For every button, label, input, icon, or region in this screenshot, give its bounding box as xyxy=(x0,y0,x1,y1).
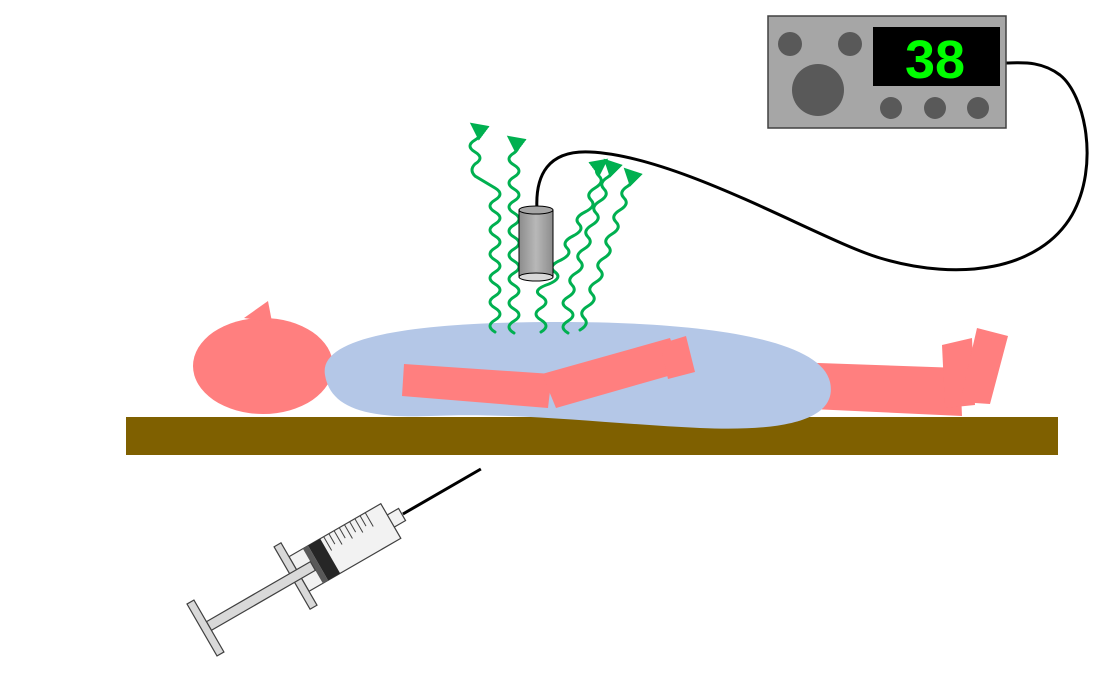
syringe-needle xyxy=(402,467,482,516)
counter-button xyxy=(880,97,902,119)
patient-nose xyxy=(244,301,272,322)
gamma-ray-icon xyxy=(506,135,527,335)
syringe-stopper xyxy=(308,538,341,581)
probe-cable xyxy=(535,61,1089,272)
table-top xyxy=(126,417,1058,455)
gamma-ray-icon xyxy=(534,158,609,334)
radiation-probe-icon xyxy=(518,205,554,282)
gamma-ray-icon xyxy=(468,122,502,334)
patient-hand xyxy=(660,336,695,379)
counter-reading: 38 xyxy=(905,30,965,90)
patient xyxy=(193,301,1008,429)
counter-dial xyxy=(792,64,844,116)
syringe-plunger xyxy=(205,560,317,632)
syringe-thumb-rest xyxy=(186,599,225,657)
patient-arm-upper xyxy=(402,364,552,408)
patient-head xyxy=(193,318,333,414)
counter-button xyxy=(924,97,946,119)
syringe-icon xyxy=(186,467,482,657)
gamma-ray-icon xyxy=(578,167,643,332)
gamma-rays xyxy=(468,122,643,335)
counter-display xyxy=(873,27,1000,86)
counter-knob xyxy=(778,32,802,56)
patient-leg-lower xyxy=(790,362,962,416)
radiation-counter-icon: 38 xyxy=(767,15,1007,129)
counter-knob xyxy=(838,32,862,56)
counter-button xyxy=(967,97,989,119)
patient-foot-right xyxy=(960,328,1008,404)
gamma-ray-icon xyxy=(561,158,623,335)
patient-arm-lower xyxy=(542,338,682,408)
